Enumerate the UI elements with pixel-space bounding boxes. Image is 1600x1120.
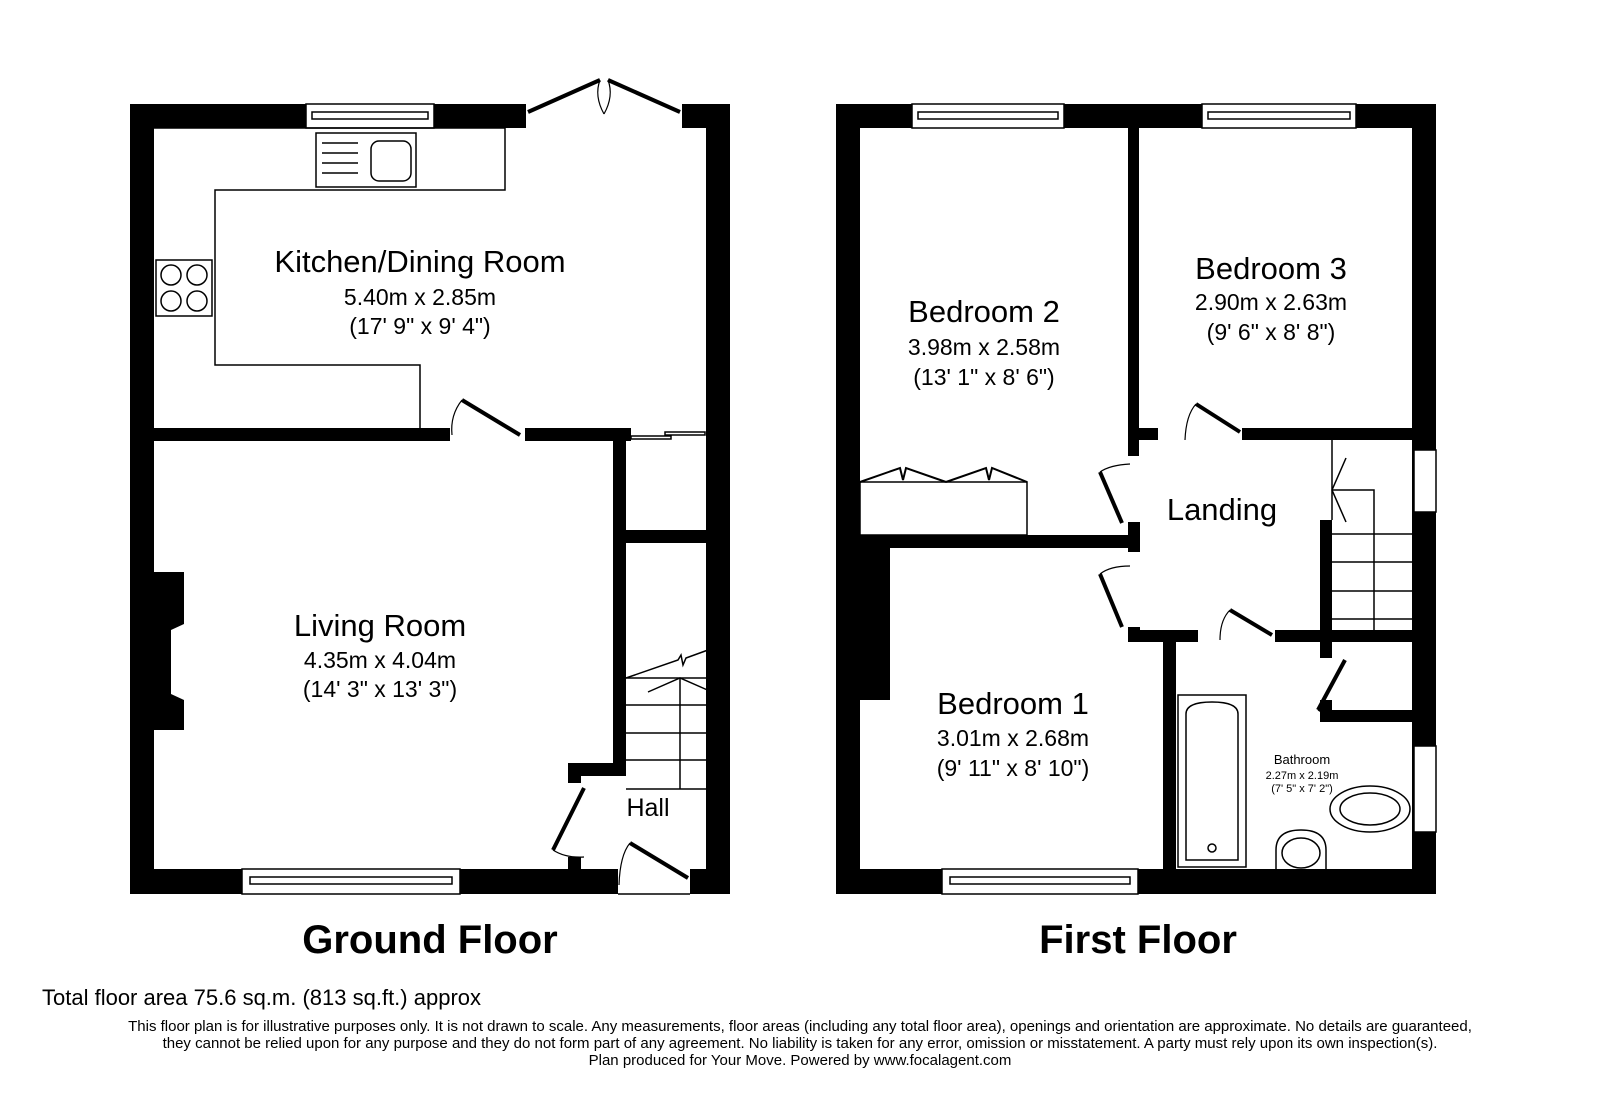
wall	[613, 530, 708, 543]
disclaimer-line: they cannot be relied upon for any purpo…	[162, 1035, 1438, 1052]
first-floor-plan: Bedroom 2 3.98m x 2.58m (13' 1" x 8' 6")…	[836, 103, 1437, 962]
window-icon	[305, 103, 435, 129]
wall	[525, 428, 631, 441]
wall	[1128, 522, 1140, 552]
wall	[568, 857, 581, 871]
wall	[1320, 700, 1332, 722]
sliding-door-icon	[630, 431, 706, 440]
svg-text:3.01m x 2.68m: 3.01m x 2.68m	[937, 725, 1089, 751]
room-label-landing: Landing	[1167, 492, 1277, 527]
toilet-icon	[1329, 785, 1411, 833]
wall	[860, 535, 890, 700]
window-icon	[1413, 449, 1437, 513]
wall	[1128, 428, 1158, 440]
total-floor-area: Total floor area 75.6 sq.m. (813 sq.ft.)…	[42, 985, 482, 1010]
svg-text:2.27m x 2.19m: 2.27m x 2.19m	[1266, 770, 1339, 782]
door-icon	[1098, 565, 1131, 628]
svg-text:(9' 6" x 8' 8"): (9' 6" x 8' 8")	[1207, 319, 1336, 345]
wall	[836, 104, 860, 894]
wall	[706, 104, 730, 894]
hob-icon	[155, 259, 213, 317]
wall	[1242, 428, 1414, 440]
wall	[130, 104, 154, 894]
svg-text:5.40m x 2.85m: 5.40m x 2.85m	[344, 284, 496, 310]
wall	[1320, 710, 1414, 722]
room-label-bathroom: Bathroom 2.27m x 2.19m (7' 5" x 7' 2")	[1266, 752, 1339, 795]
wall	[1275, 630, 1414, 642]
disclaimer: This floor plan is for illustrative purp…	[0, 1018, 1600, 1069]
window-icon	[1201, 103, 1357, 129]
ground-floor-plan: Kitchen/Dining Room 5.40m x 2.85m (17' 9…	[130, 78, 730, 962]
svg-text:Bathroom: Bathroom	[1274, 752, 1330, 767]
door-icon	[1184, 402, 1242, 441]
window-icon	[911, 103, 1065, 129]
credit-line: Plan produced for Your Move. Powered by …	[588, 1052, 1012, 1069]
door-icon	[1219, 608, 1274, 641]
door-icon	[1098, 463, 1131, 524]
disclaimer-line: This floor plan is for illustrative purp…	[128, 1018, 1472, 1035]
wall	[690, 869, 730, 894]
svg-text:Bedroom 1: Bedroom 1	[937, 686, 1089, 721]
room-label-living-room: Living Room 4.35m x 4.04m (14' 3" x 13' …	[294, 608, 466, 702]
window-icon	[941, 868, 1139, 895]
sink-icon	[315, 132, 417, 188]
wall	[1320, 520, 1332, 642]
svg-text:(13' 1" x 8' 6"): (13' 1" x 8' 6")	[913, 364, 1054, 390]
svg-text:(9' 11" x 8' 10"): (9' 11" x 8' 10")	[937, 755, 1090, 781]
svg-text:(14' 3" x 13' 3"): (14' 3" x 13' 3")	[303, 676, 457, 702]
door-icon	[1316, 659, 1349, 719]
svg-text:(7' 5" x 7' 2"): (7' 5" x 7' 2")	[1271, 783, 1333, 795]
svg-text:Bedroom 2: Bedroom 2	[908, 294, 1060, 329]
svg-text:Kitchen/Dining Room: Kitchen/Dining Room	[274, 244, 565, 279]
front-door-icon	[618, 841, 690, 895]
wall	[568, 763, 581, 783]
wall	[860, 535, 1140, 548]
wall	[613, 428, 626, 776]
wardrobe-icon	[859, 466, 1028, 536]
svg-text:4.35m x 4.04m: 4.35m x 4.04m	[304, 647, 456, 673]
wall	[154, 428, 450, 441]
svg-text:2.90m x 2.63m: 2.90m x 2.63m	[1195, 289, 1347, 315]
door-icon	[551, 787, 586, 858]
svg-text:Bedroom 3: Bedroom 3	[1195, 251, 1347, 286]
wall	[1163, 630, 1176, 870]
wall	[1128, 128, 1139, 456]
svg-text:3.98m x 2.58m: 3.98m x 2.58m	[908, 334, 1060, 360]
window-icon	[1413, 745, 1437, 833]
bath-icon	[1177, 694, 1247, 868]
svg-text:(17' 9" x 9' 4"): (17' 9" x 9' 4")	[349, 313, 490, 339]
room-label-bedroom-2: Bedroom 2 3.98m x 2.58m (13' 1" x 8' 6")	[908, 294, 1060, 390]
room-label-hall: Hall	[626, 794, 669, 822]
fireplace-icon	[171, 624, 184, 700]
room-label-bedroom-3: Bedroom 3 2.90m x 2.63m (9' 6" x 8' 8")	[1195, 251, 1347, 345]
staircase-icon	[1331, 440, 1414, 630]
svg-text:Living Room: Living Room	[294, 608, 466, 643]
room-label-kitchen-dining: Kitchen/Dining Room 5.40m x 2.85m (17' 9…	[274, 244, 565, 339]
room-label-bedroom-1: Bedroom 1 3.01m x 2.68m (9' 11" x 8' 10"…	[937, 686, 1090, 781]
french-door-icon	[527, 78, 681, 115]
ground-floor-title: Ground Floor	[302, 918, 558, 962]
wall	[1320, 642, 1332, 658]
door-icon	[451, 398, 522, 437]
window-icon	[241, 868, 461, 895]
first-floor-title: First Floor	[1039, 918, 1237, 962]
basin-icon	[1275, 829, 1327, 869]
staircase-icon	[625, 649, 713, 790]
kitchen-worktop	[154, 127, 506, 428]
wall	[568, 763, 626, 776]
